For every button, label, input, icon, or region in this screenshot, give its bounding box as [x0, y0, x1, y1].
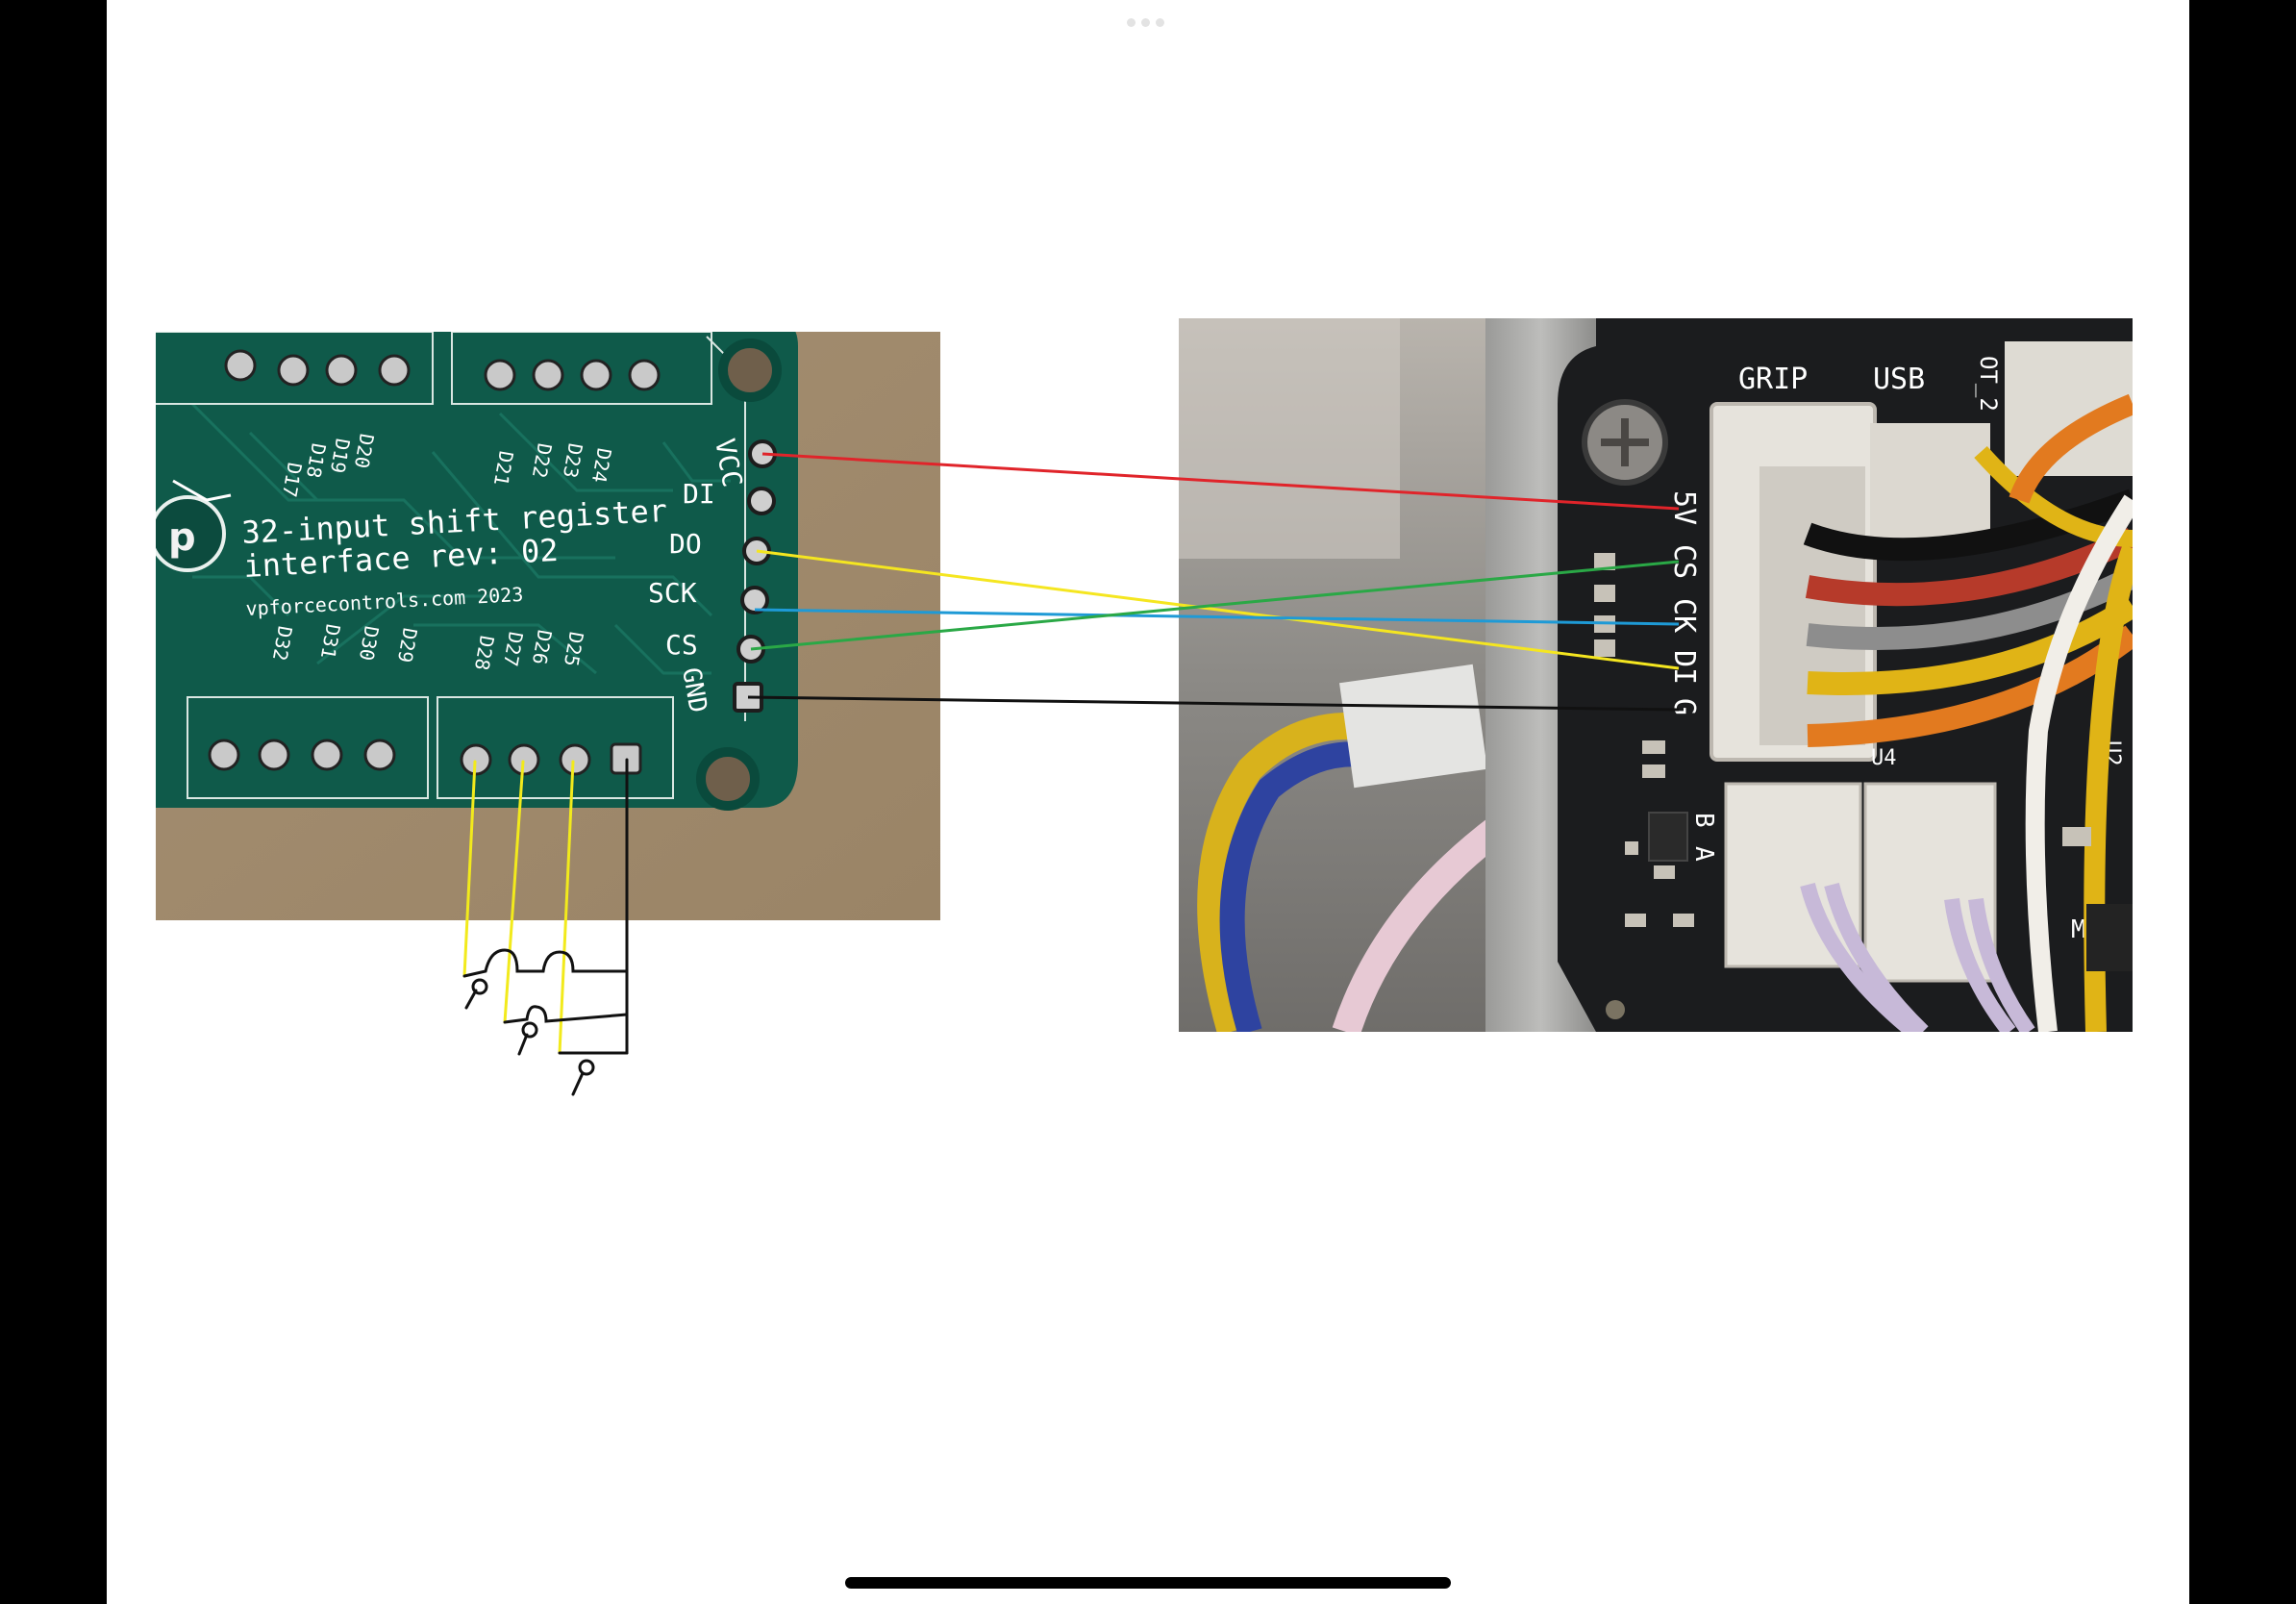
right-pin-ck: CK	[1667, 598, 1701, 633]
three-dots-icon[interactable]	[1127, 18, 1169, 28]
wire-do-to-di	[756, 549, 1680, 670]
pin-label-sck: SCK	[648, 577, 697, 609]
switch-icon	[517, 1021, 538, 1056]
silk-label-b: B	[1689, 813, 1718, 828]
switch-icon	[571, 1059, 595, 1096]
wire-cs-to-cs	[750, 560, 1680, 651]
switch-icon	[464, 978, 488, 1010]
button-wire	[462, 760, 477, 978]
mounting-hole	[696, 747, 760, 811]
button-wire	[503, 760, 525, 1024]
right-photo-controller: GRIP USB OT_2 MOT2 5V CS CK DI G B A	[1179, 318, 2133, 1032]
connector-label-usb: USB	[1873, 363, 1925, 396]
button-wire	[558, 760, 575, 1055]
silk-label-u4: U4	[1871, 746, 1897, 770]
connector-label-grip: GRIP	[1738, 363, 1808, 396]
wire-gnd-to-g	[747, 695, 1680, 712]
pin-label-cs: CS	[665, 629, 698, 661]
wire-vcc-to-5v	[761, 452, 1680, 511]
header-pads-top	[224, 349, 661, 391]
connection-wires	[747, 452, 1680, 712]
svg-text:p: p	[168, 515, 196, 560]
home-bar[interactable]	[845, 1577, 1451, 1589]
right-pin-g: G	[1667, 698, 1701, 715]
connector-label-mot-top: OT_2	[1975, 356, 2002, 412]
left-photo-pcb: p VCC DI DO SCK CS GND 32-input shift re…	[156, 332, 940, 920]
button-wiring-sketch	[462, 758, 629, 1096]
pin-label-do: DO	[669, 528, 702, 560]
vpforce-logo	[156, 495, 226, 572]
silk-label-a: A	[1689, 846, 1718, 862]
pin-label-di: DI	[683, 478, 715, 510]
mounting-hole	[718, 338, 782, 402]
wire-sck-to-ck	[754, 608, 1680, 626]
header-pads-bottom	[208, 739, 642, 776]
